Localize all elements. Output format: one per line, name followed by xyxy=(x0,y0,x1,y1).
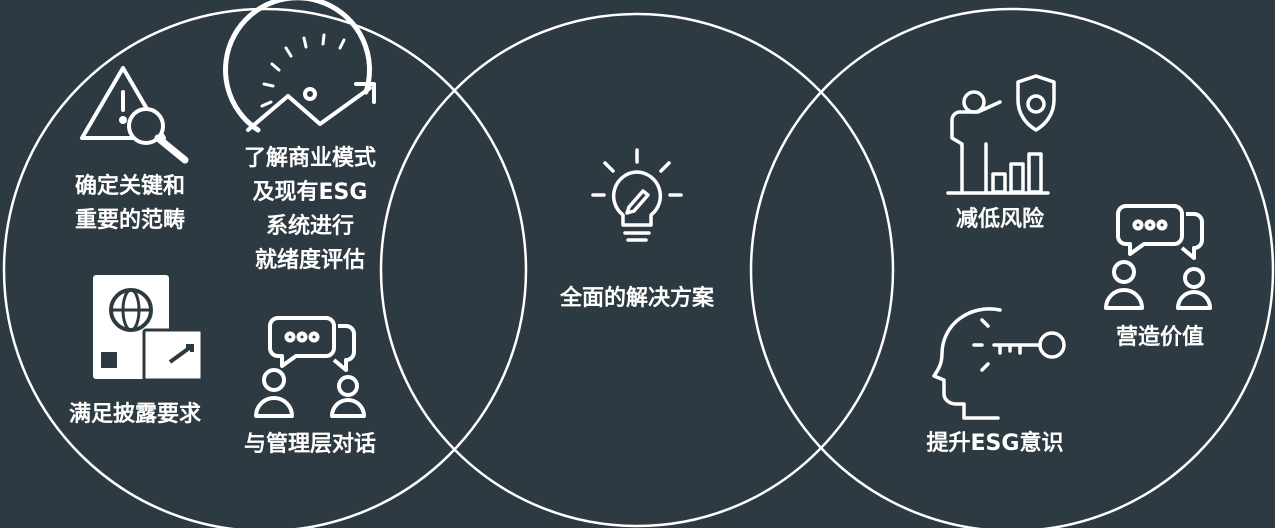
lightbulb-pencil-icon xyxy=(591,148,683,242)
passport-globe-icon xyxy=(93,275,204,382)
label-management-dialogue: 与管理层对话 xyxy=(243,432,376,457)
label-create-value: 营造价值 xyxy=(1115,325,1204,350)
warning-magnifier-icon xyxy=(80,66,189,164)
label-identify-key-scope: 确定关键和 重要的范畴 xyxy=(74,174,185,233)
label-disclosure-requirements: 满足披露要求 xyxy=(68,402,201,427)
label-readiness-assessment: 了解商业模式 及现有ESG 系统进行 就绪度评估 xyxy=(243,146,376,273)
right-circle xyxy=(749,7,1275,528)
head-key-icon xyxy=(932,307,1066,420)
presenter-gear-chart-icon xyxy=(946,74,1056,195)
label-raise-esg-awareness: 提升ESG意识 xyxy=(926,431,1064,456)
center-circle xyxy=(379,12,895,528)
people-chat-icon xyxy=(254,316,366,418)
label-comprehensive-solution: 全面的解决方案 xyxy=(559,286,714,311)
people-chat-icon xyxy=(1104,204,1212,310)
left-circle xyxy=(2,7,528,528)
label-reduce-risk: 减低风险 xyxy=(955,207,1044,232)
speedometer-trend-icon xyxy=(223,0,376,133)
